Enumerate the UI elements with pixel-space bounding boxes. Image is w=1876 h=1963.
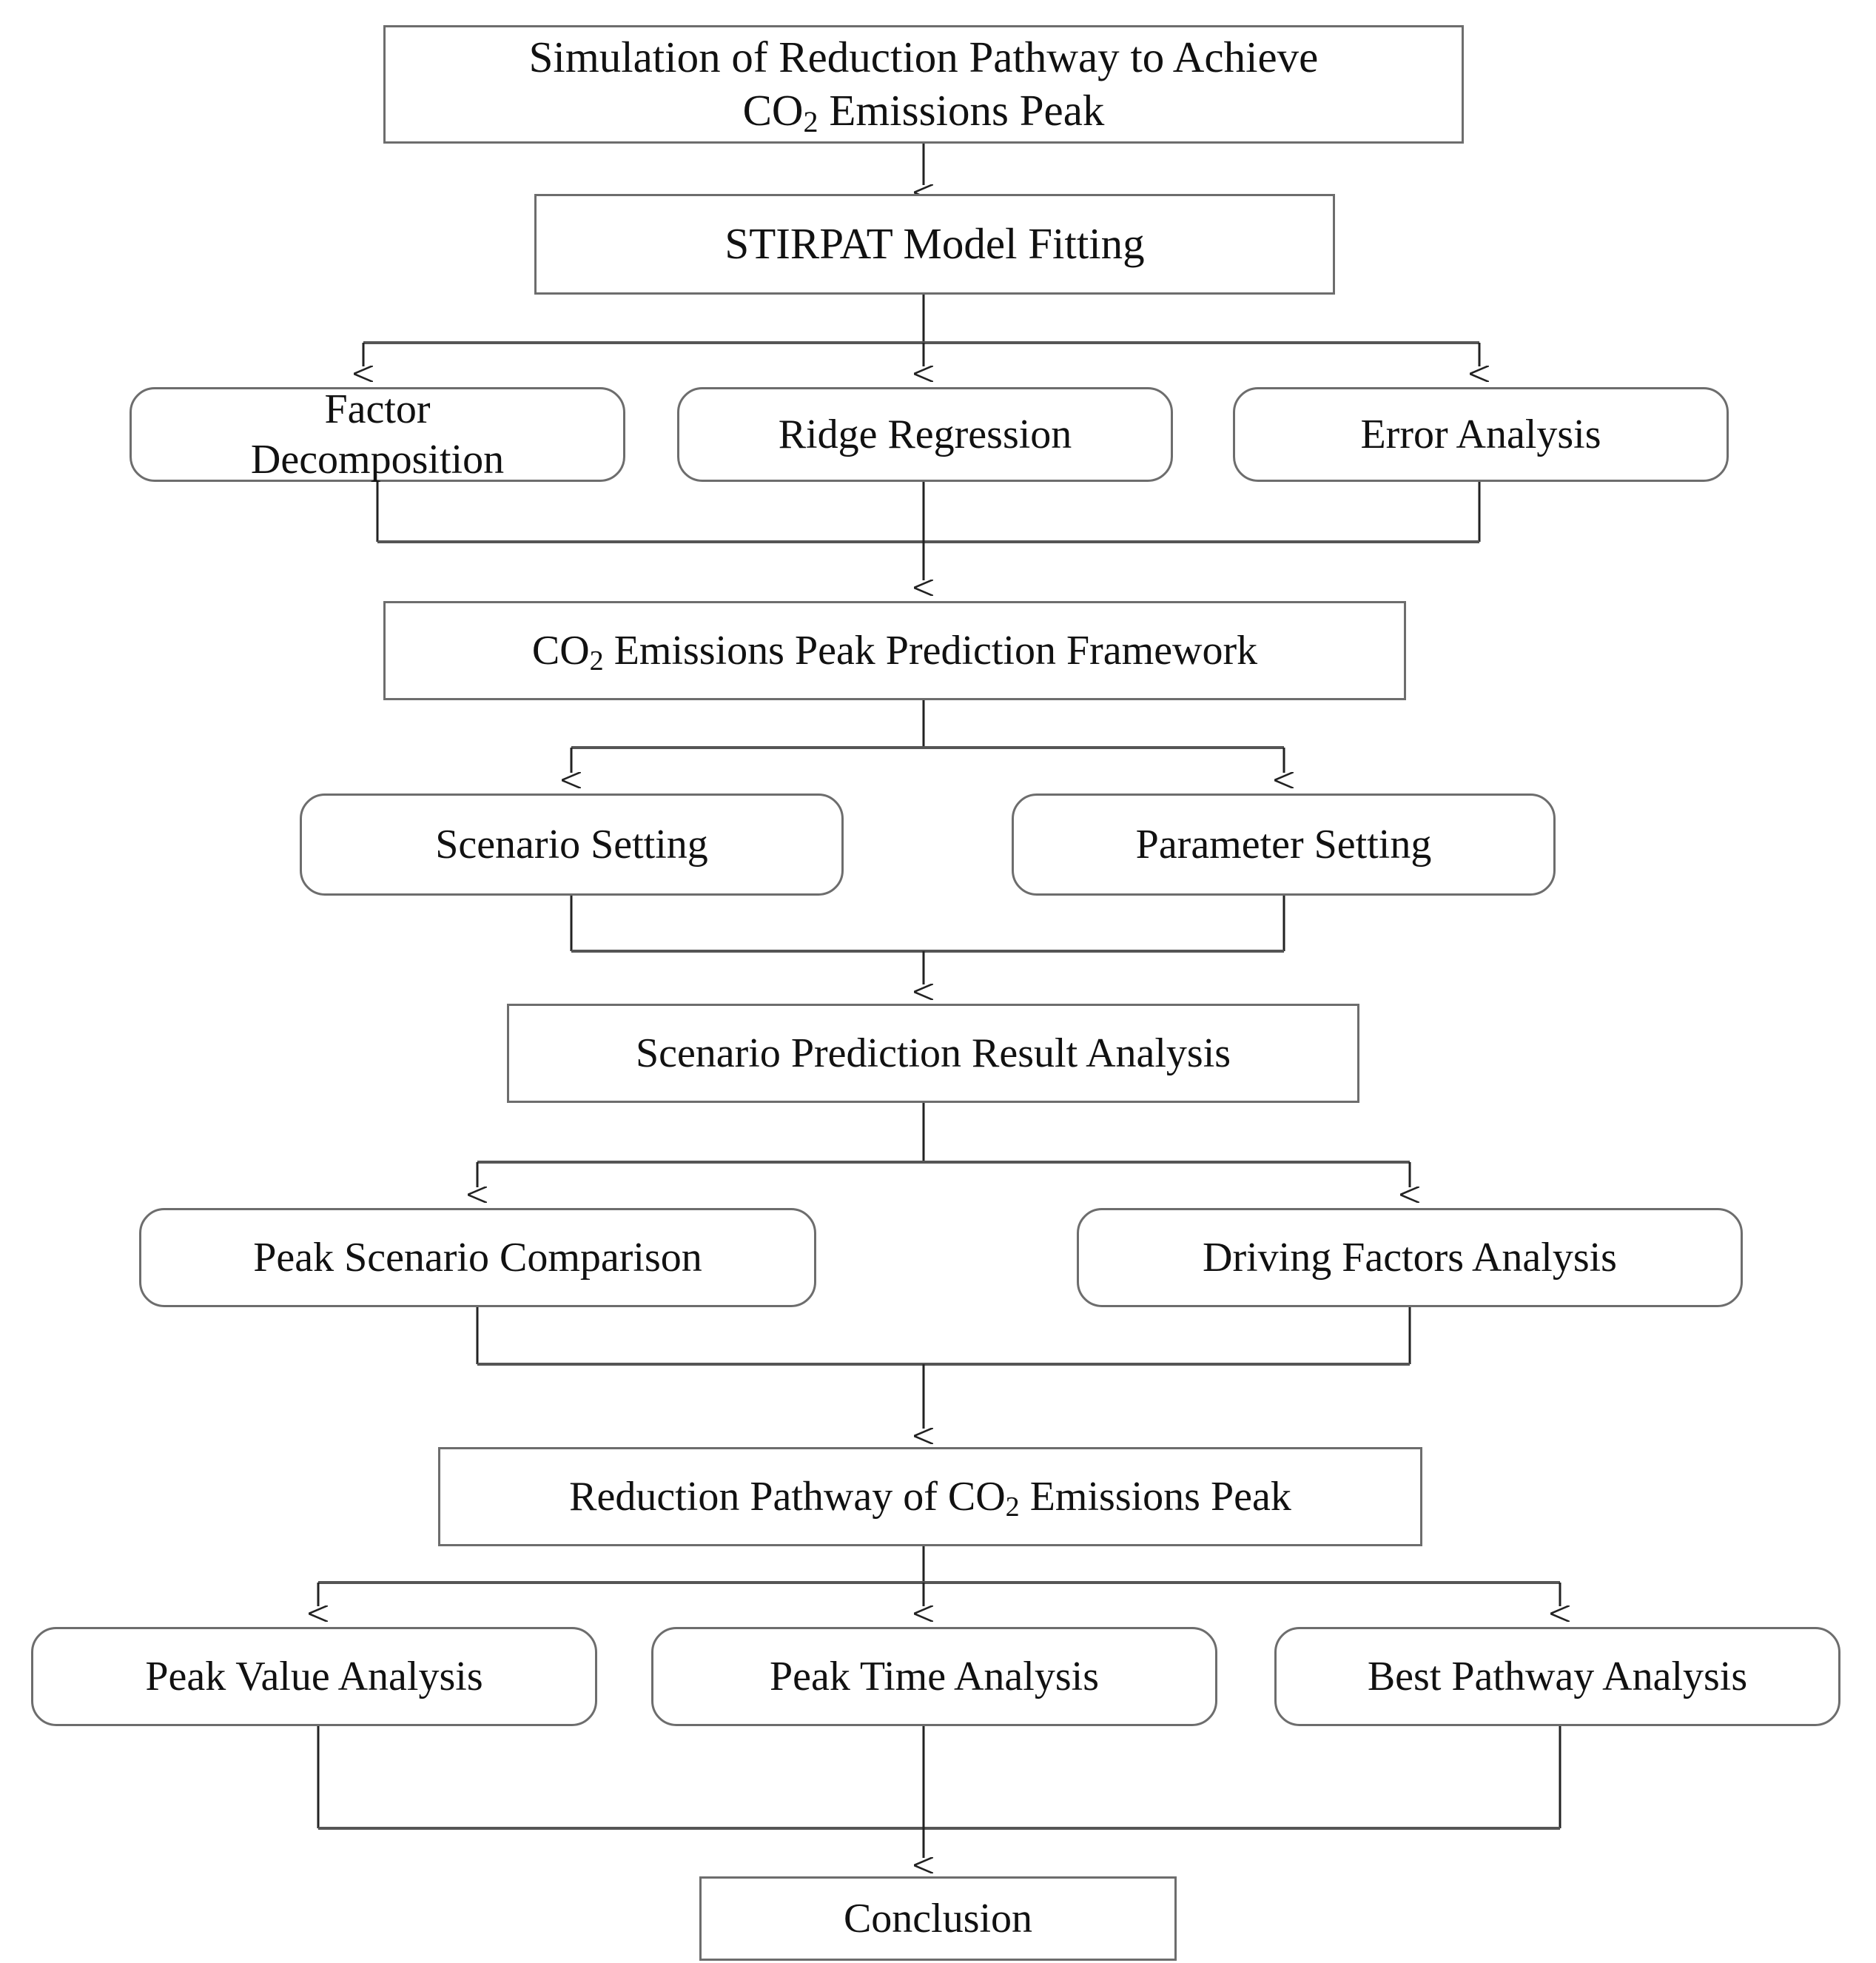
node-peak-time-analysis-label: Peak Time Analysis [770,1653,1099,1699]
node-parameter-setting[interactable]: Parameter Setting [1012,793,1556,896]
node-parameter-setting-label: Parameter Setting [1135,821,1432,868]
node-scenario-setting-label: Scenario Setting [435,821,708,868]
node-peak-time-analysis[interactable]: Peak Time Analysis [651,1627,1217,1726]
node-error-analysis[interactable]: Error Analysis [1233,387,1729,482]
node-conclusion-label: Conclusion [843,1895,1033,1942]
node-driving-factors-analysis[interactable]: Driving Factors Analysis [1077,1208,1743,1307]
node-peak-value-analysis[interactable]: Peak Value Analysis [31,1627,597,1726]
node-conclusion[interactable]: Conclusion [699,1876,1177,1961]
node-scenario-setting[interactable]: Scenario Setting [300,793,844,896]
node-driving-factors-analysis-label: Driving Factors Analysis [1203,1234,1617,1281]
node-best-pathway-analysis-label: Best Pathway Analysis [1367,1653,1748,1699]
node-co2-emissions-peak-prediction-framework[interactable]: CO2 Emissions Peak Prediction Framework [383,601,1406,700]
node-peak-scenario-comparison[interactable]: Peak Scenario Comparison [139,1208,816,1307]
node-reduction-pathway-of-co2-emissions-peak-label: Reduction Pathway of CO2 Emissions Peak [569,1473,1291,1523]
node-error-analysis-label: Error Analysis [1360,411,1601,457]
node-ridge-regression-label: Ridge Regression [778,411,1072,457]
node-peak-value-analysis-label: Peak Value Analysis [145,1653,483,1699]
node-factor-decomposition[interactable]: Factor Decomposition [130,386,625,483]
node-title-label: Simulation of Reduction Pathway to Achie… [528,33,1319,138]
node-stirpat-model-fitting[interactable]: STIRPAT Model Fitting [534,194,1335,295]
node-scenario-prediction-result-analysis-label: Scenario Prediction Result Analysis [635,1030,1231,1076]
node-co2-emissions-peak-prediction-framework-label: CO2 Emissions Peak Prediction Framework [531,627,1258,677]
node-title[interactable]: Simulation of Reduction Pathway to Achie… [383,25,1464,144]
node-best-pathway-analysis[interactable]: Best Pathway Analysis [1274,1627,1840,1726]
node-peak-scenario-comparison-label: Peak Scenario Comparison [253,1234,702,1281]
node-factor-decomposition-label: Factor Decomposition [250,386,505,483]
node-scenario-prediction-result-analysis[interactable]: Scenario Prediction Result Analysis [507,1004,1359,1103]
node-ridge-regression[interactable]: Ridge Regression [677,387,1173,482]
node-reduction-pathway-of-co2-emissions-peak[interactable]: Reduction Pathway of CO2 Emissions Peak [438,1447,1422,1546]
node-stirpat-model-fitting-label: STIRPAT Model Fitting [724,219,1145,269]
